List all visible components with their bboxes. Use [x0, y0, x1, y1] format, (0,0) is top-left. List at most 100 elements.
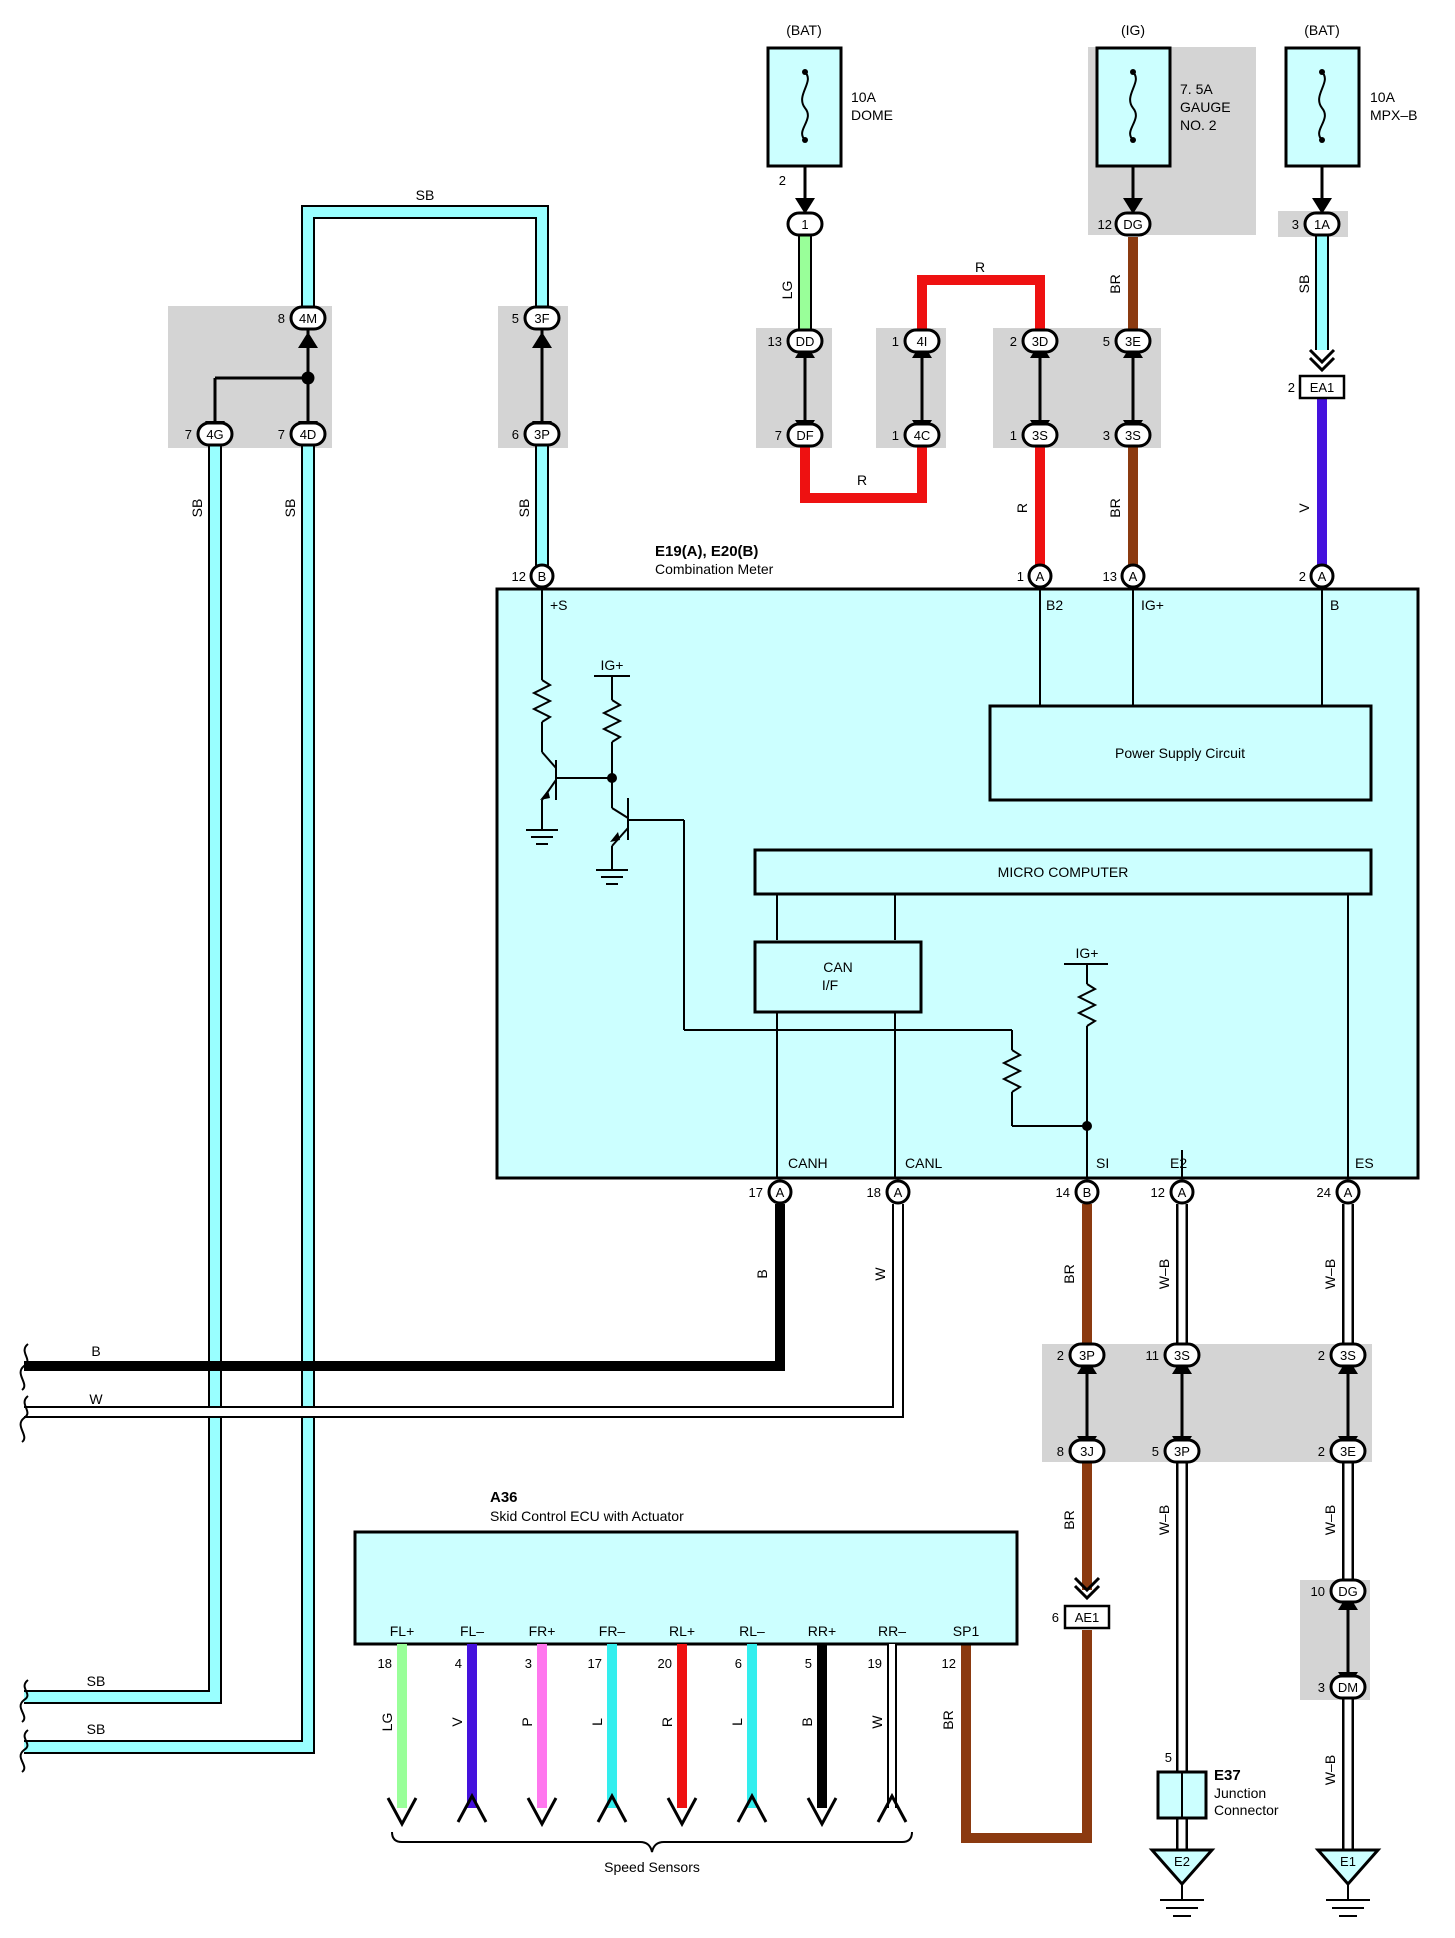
fuse-gauge-name1: GAUGE	[1180, 99, 1231, 115]
svg-text:B: B	[91, 1343, 100, 1359]
svg-text:EA1: EA1	[1310, 380, 1335, 395]
svg-text:3: 3	[1318, 1680, 1325, 1695]
svg-text:DM: DM	[1338, 1680, 1358, 1695]
ecu-arrow-up-icon	[456, 1792, 488, 1823]
svg-text:13: 13	[1103, 569, 1117, 584]
ecu-pin-label: RL–	[739, 1623, 765, 1639]
svg-text:14: 14	[1056, 1185, 1070, 1200]
svg-text:+S: +S	[550, 597, 568, 613]
ecu-arrow-down-icon	[806, 1797, 838, 1828]
ecu-wire-color: W	[869, 1715, 885, 1729]
meter-ig2-label: IG+	[1076, 945, 1099, 961]
svg-text:2: 2	[1318, 1348, 1325, 1363]
wire-labels: SB LG R R R BR BR SB V SB SB SB B W BR W…	[87, 187, 1338, 1785]
svg-text:3P: 3P	[534, 427, 550, 442]
ecu-pin-number: 6	[735, 1656, 742, 1671]
svg-text:B: B	[1330, 597, 1339, 613]
svg-text:W–B: W–B	[1322, 1755, 1338, 1785]
svg-text:W–B: W–B	[1156, 1505, 1172, 1535]
svg-text:2: 2	[1010, 334, 1017, 349]
ecu-wire-color: P	[519, 1717, 535, 1726]
svg-text:BR: BR	[1107, 274, 1123, 293]
ecu-box	[353, 1530, 1019, 1646]
ground-e2-symbol	[1148, 1848, 1216, 1917]
wire-w-canl	[24, 1204, 902, 1416]
svg-text:3S: 3S	[1340, 1348, 1356, 1363]
svg-text:4D: 4D	[300, 427, 317, 442]
svg-text:18: 18	[867, 1185, 881, 1200]
svg-text:SB: SB	[282, 499, 298, 518]
ecu-wire-color: V	[449, 1717, 465, 1727]
wire-sb-4g	[24, 444, 222, 1704]
svg-text:4G: 4G	[206, 427, 223, 442]
meter-bottom-pins: CANH CANL SI E2 ES A A B A A 17 18 14 12…	[749, 1155, 1374, 1205]
ecu-pin-number: 18	[378, 1656, 392, 1671]
ecu-pin-number: 4	[455, 1656, 462, 1671]
ecu-arrow-up-icon	[876, 1792, 908, 1823]
meter-internal-circuit	[526, 589, 1349, 1178]
connector-ovals	[196, 211, 1367, 1700]
svg-text:E2: E2	[1170, 1155, 1187, 1171]
svg-text:7: 7	[278, 427, 285, 442]
fuse-mpx-supply: (BAT)	[1304, 22, 1340, 38]
svg-text:2: 2	[1299, 569, 1306, 584]
wire-br-sp1	[961, 1630, 1092, 1843]
svg-text:W–B: W–B	[1156, 1259, 1172, 1289]
svg-text:3: 3	[1103, 428, 1110, 443]
svg-text:5: 5	[1152, 1444, 1159, 1459]
bus-break-marks	[19, 1343, 29, 1773]
ecu-pin-number: 20	[658, 1656, 672, 1671]
svg-text:BR: BR	[1107, 498, 1123, 517]
svg-text:2: 2	[1318, 1444, 1325, 1459]
ground-e1-symbol	[1314, 1848, 1382, 1917]
svg-text:W–B: W–B	[1322, 1259, 1338, 1289]
ecu-pin-label: FR–	[599, 1623, 626, 1639]
svg-text:12: 12	[1098, 217, 1112, 232]
svg-text:12: 12	[512, 569, 526, 584]
svg-text:2: 2	[1057, 1348, 1064, 1363]
ecu-pin-label: SP1	[953, 1623, 980, 1639]
ecu-pin-label: RR–	[878, 1623, 906, 1639]
power-supply-label: Power Supply Circuit	[1115, 745, 1245, 761]
can-if-box	[753, 940, 923, 1014]
connector-labels: 1 2 DG 12 1A 3 EA1 2 DD 13 DF 7 4I 1 4C …	[185, 173, 1358, 1695]
ground-e1-label: E1	[1340, 1854, 1356, 1869]
meter-name: Combination Meter	[655, 561, 774, 577]
svg-text:13: 13	[768, 334, 782, 349]
svg-text:3P: 3P	[1174, 1444, 1190, 1459]
svg-text:4C: 4C	[914, 428, 931, 443]
svg-text:6: 6	[1052, 1610, 1059, 1625]
fuse-dome-name: DOME	[851, 107, 893, 123]
svg-text:R: R	[1014, 503, 1030, 513]
svg-text:BR: BR	[940, 1710, 956, 1729]
meter-top-pins: B A A A 12 1 13 2 +S B2 IG+ B	[512, 563, 1339, 613]
ecu-pin-number: 5	[805, 1656, 812, 1671]
svg-text:SB: SB	[416, 187, 435, 203]
ecu-pin-number: 19	[868, 1656, 882, 1671]
wires	[24, 205, 1354, 1850]
ecu-arrow-up-icon	[736, 1792, 768, 1823]
ecu-wire-color: R	[659, 1717, 675, 1727]
meter-ig1-label: IG+	[601, 657, 624, 673]
wire-sb-4d	[24, 444, 315, 1754]
svg-text:BR: BR	[1061, 1264, 1077, 1283]
svg-text:8: 8	[278, 311, 285, 326]
svg-text:2: 2	[779, 173, 786, 188]
fuse-gauge-supply: (IG)	[1121, 22, 1145, 38]
speed-sensors-brace	[391, 1831, 913, 1853]
fuse-gauge-name2: NO. 2	[1180, 117, 1217, 133]
ecu-pin-number: 3	[525, 1656, 532, 1671]
svg-text:3E: 3E	[1340, 1444, 1356, 1459]
svg-text:1A: 1A	[1314, 217, 1330, 232]
svg-text:1: 1	[801, 217, 808, 232]
svg-text:SB: SB	[189, 499, 205, 518]
svg-text:4M: 4M	[299, 311, 317, 326]
ecu-wire-color: L	[589, 1718, 605, 1726]
wire-sb-top	[301, 205, 549, 318]
fuse-dome-supply: (BAT)	[786, 22, 822, 38]
e37-pin: 5	[1165, 1750, 1172, 1765]
fuse-gauge-rating: 7. 5A	[1180, 81, 1213, 97]
ecu-arrow-down-icon	[526, 1797, 558, 1828]
ecu-pin-label: FR+	[529, 1623, 556, 1639]
svg-text:DD: DD	[796, 334, 815, 349]
